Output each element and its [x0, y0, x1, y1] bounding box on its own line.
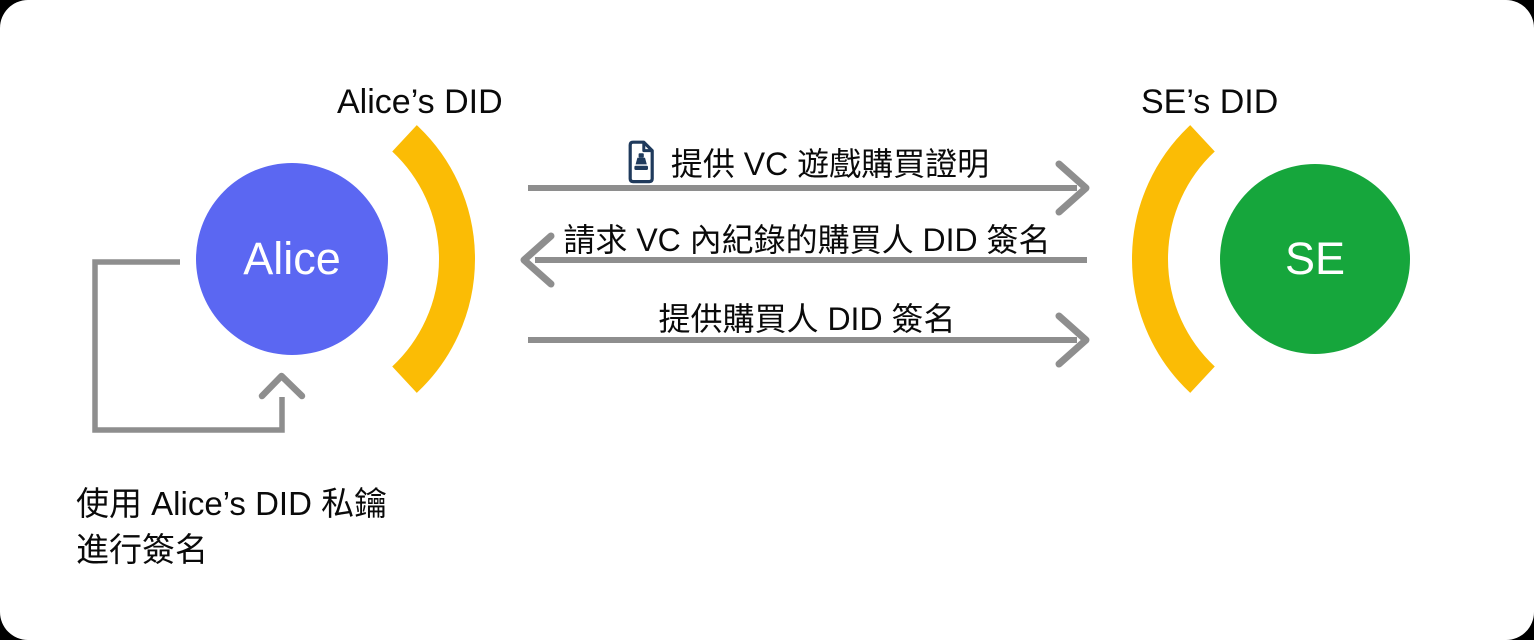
- alice-did-arc: [392, 125, 475, 393]
- se-did-label: SE’s DID: [1141, 83, 1279, 121]
- se-did-arc: [1132, 125, 1215, 393]
- message-text-3: 提供購買人 DID 簽名: [658, 301, 956, 337]
- certificate-stamp-icon: [628, 140, 654, 184]
- document-outline: [628, 140, 654, 184]
- se-node: [1220, 164, 1410, 354]
- alice-node-label: Alice: [243, 233, 341, 284]
- message-text-1: 提供 VC 遊戲購買證明: [670, 146, 990, 182]
- alice-did-label: Alice’s DID: [337, 83, 503, 121]
- message-arrow-3-head: [1055, 312, 1090, 368]
- se-node-label: SE: [1284, 233, 1346, 284]
- self-sign-note-line1: 使用 Alice’s DID 私鑰: [76, 485, 388, 522]
- self-sign-note: 使用 Alice’s DID 私鑰 進行簽名: [76, 481, 387, 573]
- alice-node: [196, 163, 388, 355]
- message-text-2: 請求 VC 內紀錄的購買人 DID 簽名: [563, 222, 1051, 258]
- message-arrow-2-head: [520, 232, 555, 288]
- self-loop-arrow-path: [92, 259, 285, 433]
- message-label-2: 請求 VC 內紀錄的購買人 DID 簽名: [528, 220, 1086, 258]
- self-sign-note-line2: 進行簽名: [76, 531, 208, 568]
- document-fold: [642, 142, 653, 153]
- stamp-body: [635, 157, 647, 165]
- message-arrow-1-head: [1055, 160, 1090, 216]
- message-label-3: 提供購買人 DID 簽名: [528, 299, 1086, 337]
- message-label-1: 提供 VC 遊戲購買證明: [528, 137, 1086, 187]
- stamp-knob: [638, 153, 644, 158]
- stamp-base: [634, 165, 648, 170]
- self-loop-arrow-head: [258, 372, 306, 400]
